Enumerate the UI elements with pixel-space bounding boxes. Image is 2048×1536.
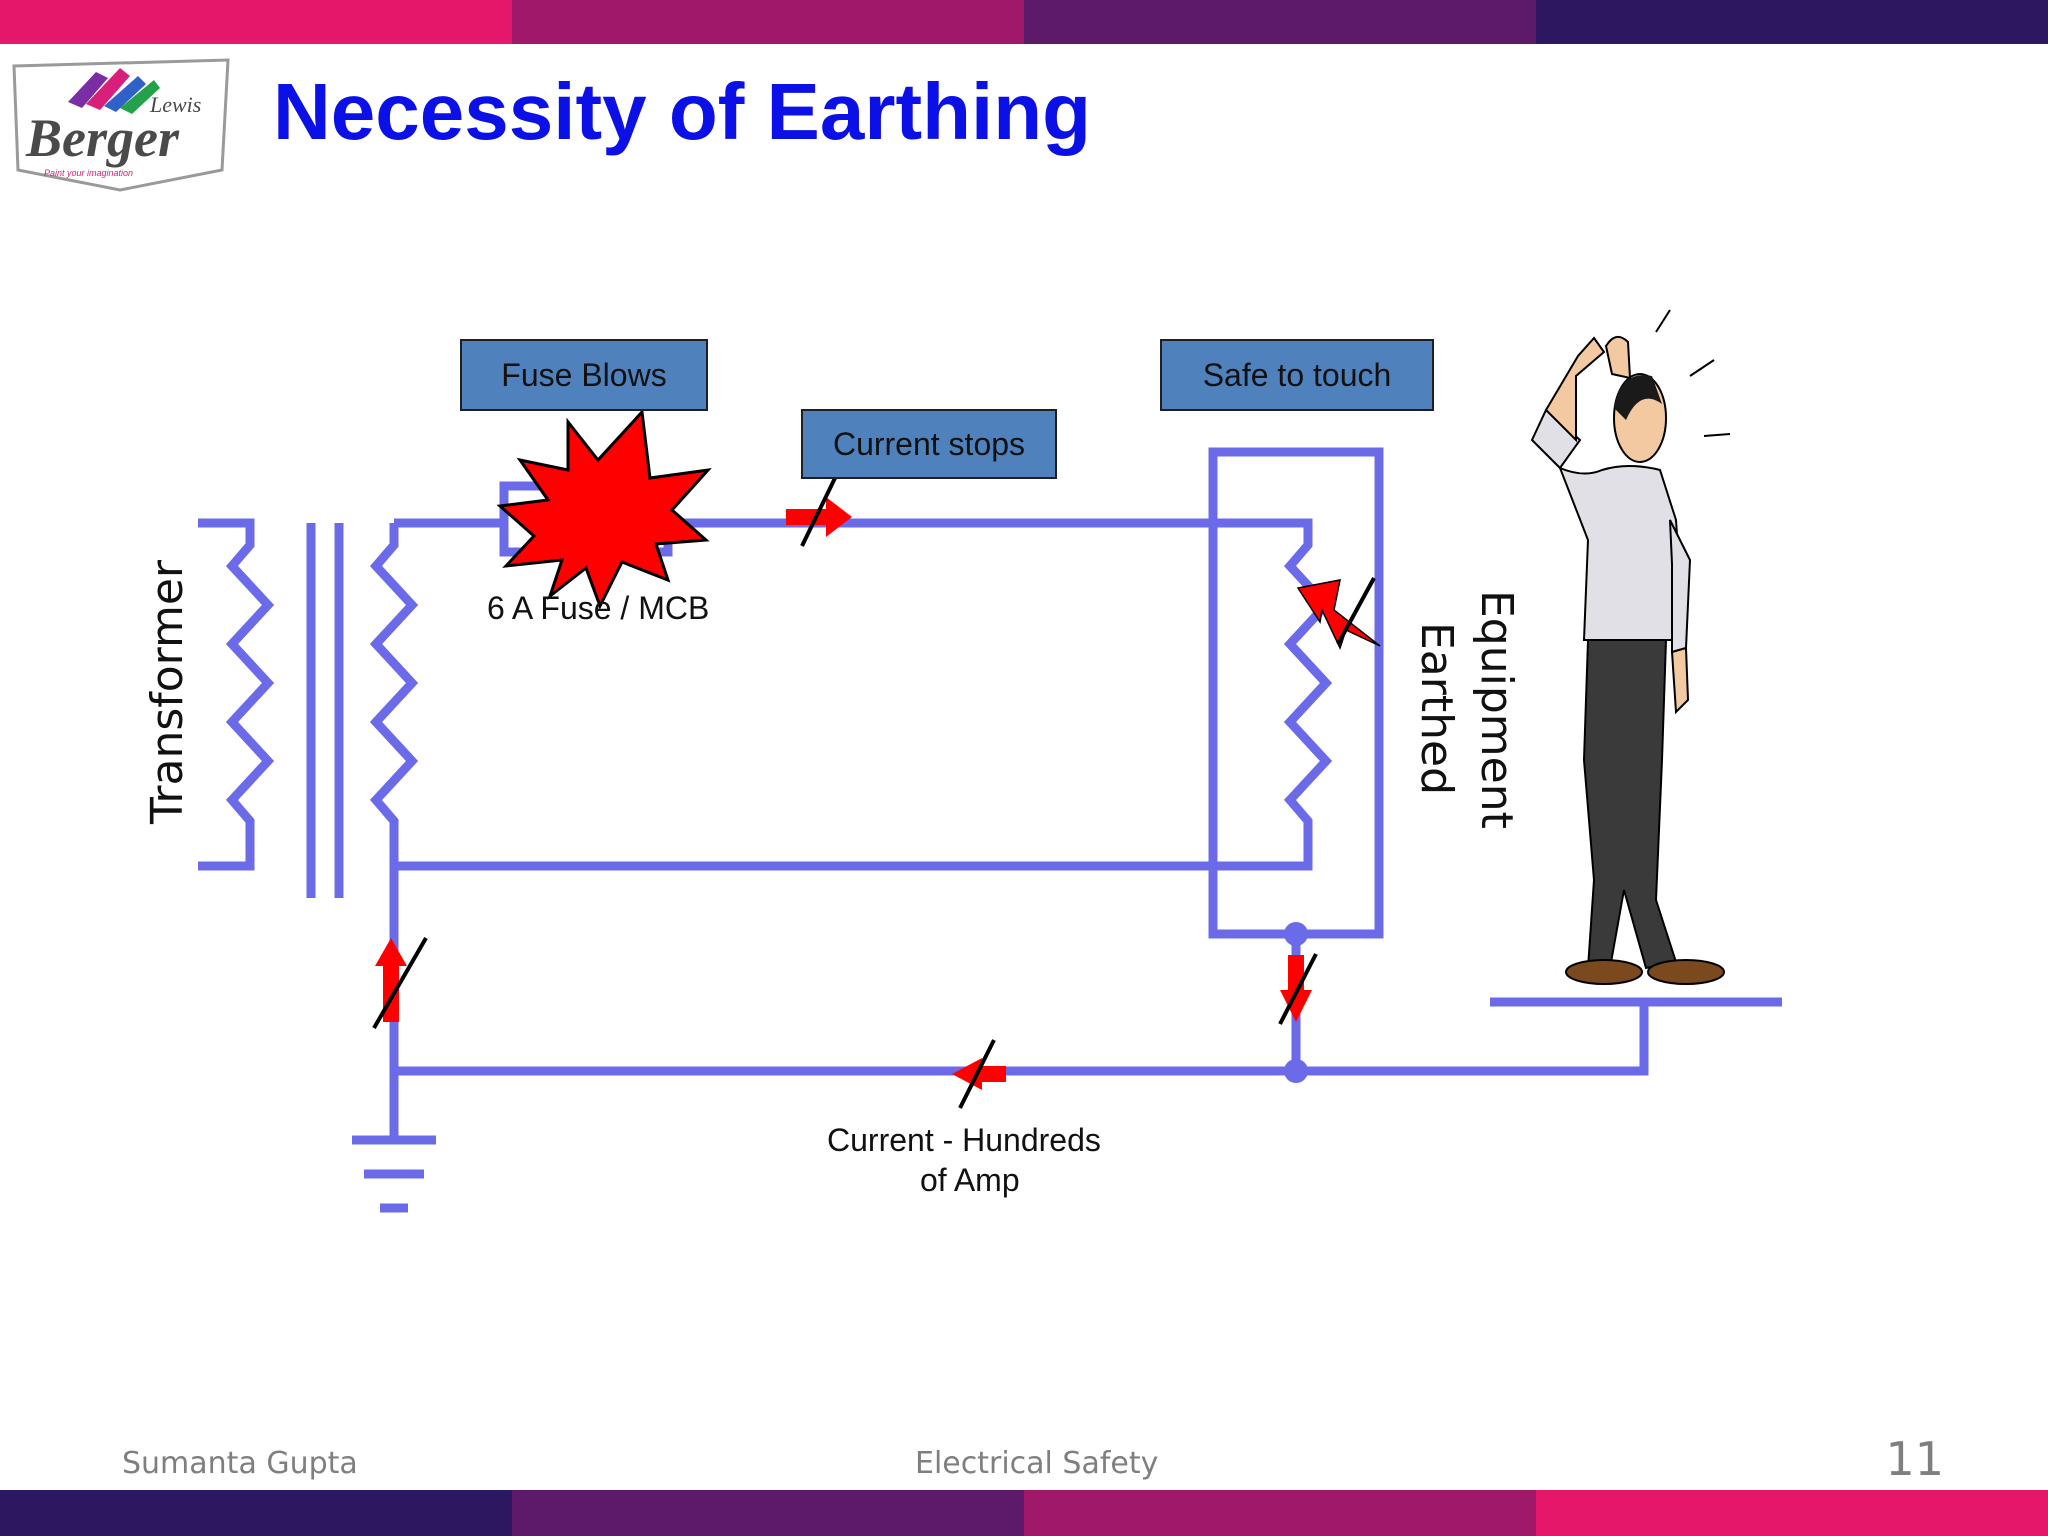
ground-symbol-icon <box>352 1135 436 1213</box>
current-hundreds-label: Current - Hundreds <box>827 1122 1101 1158</box>
equipment-label: Equipment <box>1471 590 1522 829</box>
fuse-blows-label: Fuse Blows <box>460 339 708 411</box>
current-arrow-icon <box>372 936 428 1030</box>
junction-dot <box>1284 1059 1308 1083</box>
bottom-color-band <box>0 1490 2048 1536</box>
safe-to-touch-label: Safe to touch <box>1160 339 1434 411</box>
current-arrow-icon <box>952 1039 1006 1109</box>
earthed-label: Earthed <box>1411 622 1462 795</box>
transformer-label: Transformer <box>142 559 193 824</box>
berger-logo: Berger Lewis Paint your imagination <box>12 58 230 192</box>
explosion-icon <box>496 408 712 610</box>
page-number: 11 <box>1885 1432 1944 1486</box>
slide-title: Necessity of Earthing <box>273 67 1092 156</box>
spark-icon <box>1296 577 1381 651</box>
primary-coil-icon <box>198 518 275 871</box>
fuse-label: 6 A Fuse / MCB <box>487 590 710 626</box>
current-stops-label: Current stops <box>801 409 1057 479</box>
junction-dot <box>1284 922 1308 946</box>
svg-text:Paint your imagination: Paint your imagination <box>44 168 133 178</box>
svg-text:Lewis: Lewis <box>149 92 201 117</box>
footer-topic: Electrical Safety <box>915 1446 1159 1481</box>
secondary-coil-icon <box>369 523 419 866</box>
of-amp-label: of Amp <box>920 1162 1020 1198</box>
current-arrow-icon <box>1278 953 1318 1025</box>
top-color-band <box>0 0 2048 44</box>
svg-text:Berger: Berger <box>25 108 180 168</box>
confused-man-icon <box>1530 309 1731 985</box>
footer-author: Sumanta Gupta <box>122 1446 358 1481</box>
earth-conductor <box>394 1002 1649 1076</box>
current-arrow-icon <box>786 475 852 547</box>
